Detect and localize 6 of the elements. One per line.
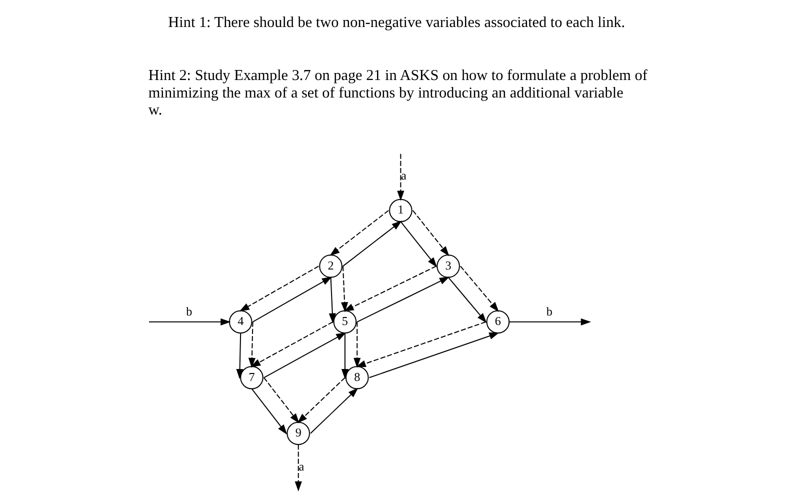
label: Hint 1: There should be two non-negative variables associated to each link.: [168, 14, 625, 31]
edge-label: a: [400, 168, 406, 183]
edge-label: b: [186, 304, 192, 318]
label: Hint 2: Study Example 3.7 on page 21 in ASKS on how to formulate a problem of minimizing the max of a set of functions by introducing an additional variable w.: [148, 67, 647, 119]
edge-label: b: [546, 304, 552, 318]
edge-label: a: [298, 459, 304, 474]
